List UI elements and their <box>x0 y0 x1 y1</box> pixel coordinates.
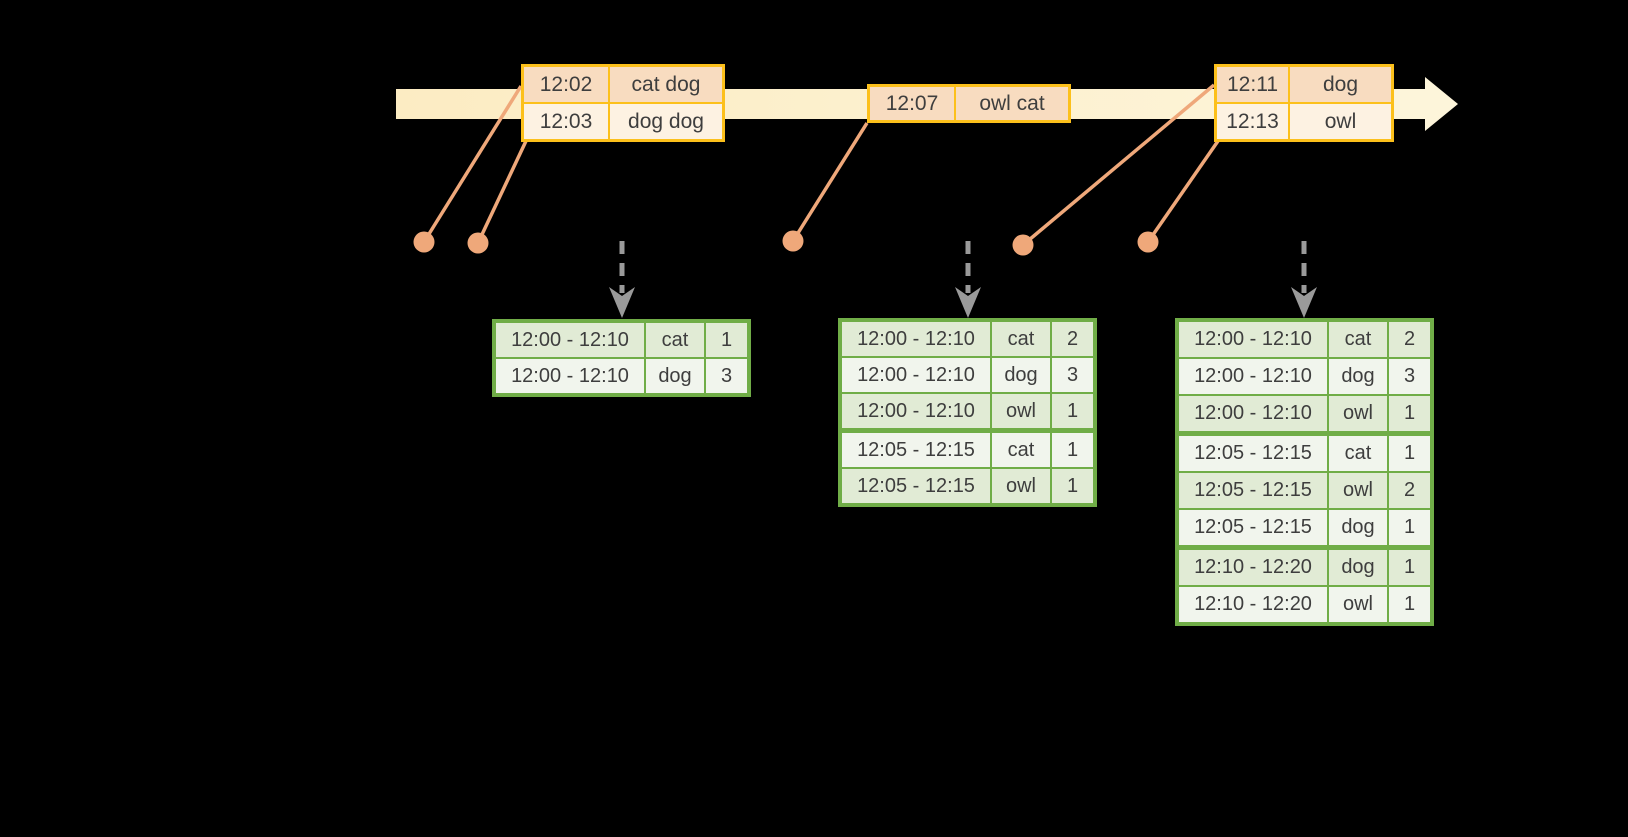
event-time-cell: 12:02 <box>524 67 608 102</box>
event-words-cell: owl cat <box>956 87 1068 120</box>
event-time-cell: 12:13 <box>1217 104 1288 139</box>
word-cell: dog <box>1329 550 1387 585</box>
window-range-cell: 12:00 - 12:10 <box>1179 322 1327 357</box>
count-cell: 1 <box>1052 433 1093 467</box>
event-dot-5 <box>1137 231 1159 253</box>
count-cell: 1 <box>706 323 747 357</box>
word-cell: dog <box>1329 359 1387 394</box>
trigger-arrow-2 <box>955 241 981 318</box>
leader-line-1 <box>422 85 523 243</box>
word-cell: owl <box>1329 396 1387 431</box>
word-cell: dog <box>992 358 1050 392</box>
count-cell: 1 <box>1052 469 1093 503</box>
count-cell: 2 <box>1389 322 1430 357</box>
word-cell: owl <box>992 469 1050 503</box>
word-cell: cat <box>1329 322 1387 357</box>
word-cell: cat <box>992 433 1050 467</box>
word-cell: owl <box>992 394 1050 428</box>
window-range-cell: 12:10 - 12:20 <box>1179 550 1327 585</box>
event-dot-2 <box>467 232 489 254</box>
word-cell: dog <box>646 359 704 393</box>
window-range-cell: 12:00 - 12:10 <box>842 394 990 428</box>
count-cell: 1 <box>1389 396 1430 431</box>
trigger-arrow-1 <box>609 241 635 318</box>
window-range-cell: 12:00 - 12:10 <box>496 359 644 393</box>
window-range-cell: 12:00 - 12:10 <box>1179 396 1327 431</box>
word-cell: owl <box>1329 473 1387 508</box>
event-words-cell: dog dog <box>610 104 722 139</box>
window-range-cell: 12:00 - 12:10 <box>496 323 644 357</box>
word-cell: cat <box>1329 436 1387 471</box>
event-timeline-arrowhead <box>1425 77 1458 131</box>
leader-line-3 <box>791 122 869 242</box>
window-range-cell: 12:05 - 12:15 <box>1179 510 1327 545</box>
window-range-cell: 12:00 - 12:10 <box>842 322 990 356</box>
count-cell: 2 <box>1052 322 1093 356</box>
word-cell: cat <box>646 323 704 357</box>
event-time-cell: 12:03 <box>524 104 608 139</box>
window-range-cell: 12:00 - 12:10 <box>842 358 990 392</box>
event-time-cell: 12:07 <box>870 87 954 120</box>
event-words-cell: owl <box>1290 104 1391 139</box>
window-range-cell: 12:05 - 12:15 <box>842 433 990 467</box>
trigger-arrow-1-head <box>609 287 635 318</box>
count-cell: 1 <box>1389 550 1430 585</box>
event-dot-3 <box>782 230 804 252</box>
word-cell: cat <box>992 322 1050 356</box>
window-range-cell: 12:05 - 12:15 <box>1179 436 1327 471</box>
event-time-cell: 12:11 <box>1217 67 1288 102</box>
count-cell: 1 <box>1052 394 1093 428</box>
window-range-cell: 12:10 - 12:20 <box>1179 587 1327 622</box>
leader-line-5 <box>1146 140 1220 243</box>
count-cell: 1 <box>1389 510 1430 545</box>
count-cell: 2 <box>1389 473 1430 508</box>
count-cell: 3 <box>1389 359 1430 394</box>
trigger-arrow-3-head <box>1291 287 1317 318</box>
trigger-arrow-2-head <box>955 287 981 318</box>
event-words-cell: dog <box>1290 67 1391 102</box>
event-dot-4 <box>1012 234 1034 256</box>
count-cell: 3 <box>706 359 747 393</box>
count-cell: 3 <box>1052 358 1093 392</box>
window-range-cell: 12:05 - 12:15 <box>842 469 990 503</box>
leader-line-4 <box>1021 83 1216 247</box>
word-cell: owl <box>1329 587 1387 622</box>
count-cell: 1 <box>1389 587 1430 622</box>
count-cell: 1 <box>1389 436 1430 471</box>
event-words-cell: cat dog <box>610 67 722 102</box>
window-range-cell: 12:05 - 12:15 <box>1179 473 1327 508</box>
event-dot-1 <box>413 231 435 253</box>
word-cell: dog <box>1329 510 1387 545</box>
window-range-cell: 12:00 - 12:10 <box>1179 359 1327 394</box>
trigger-arrow-3 <box>1291 241 1317 318</box>
leader-line-2 <box>476 140 528 244</box>
